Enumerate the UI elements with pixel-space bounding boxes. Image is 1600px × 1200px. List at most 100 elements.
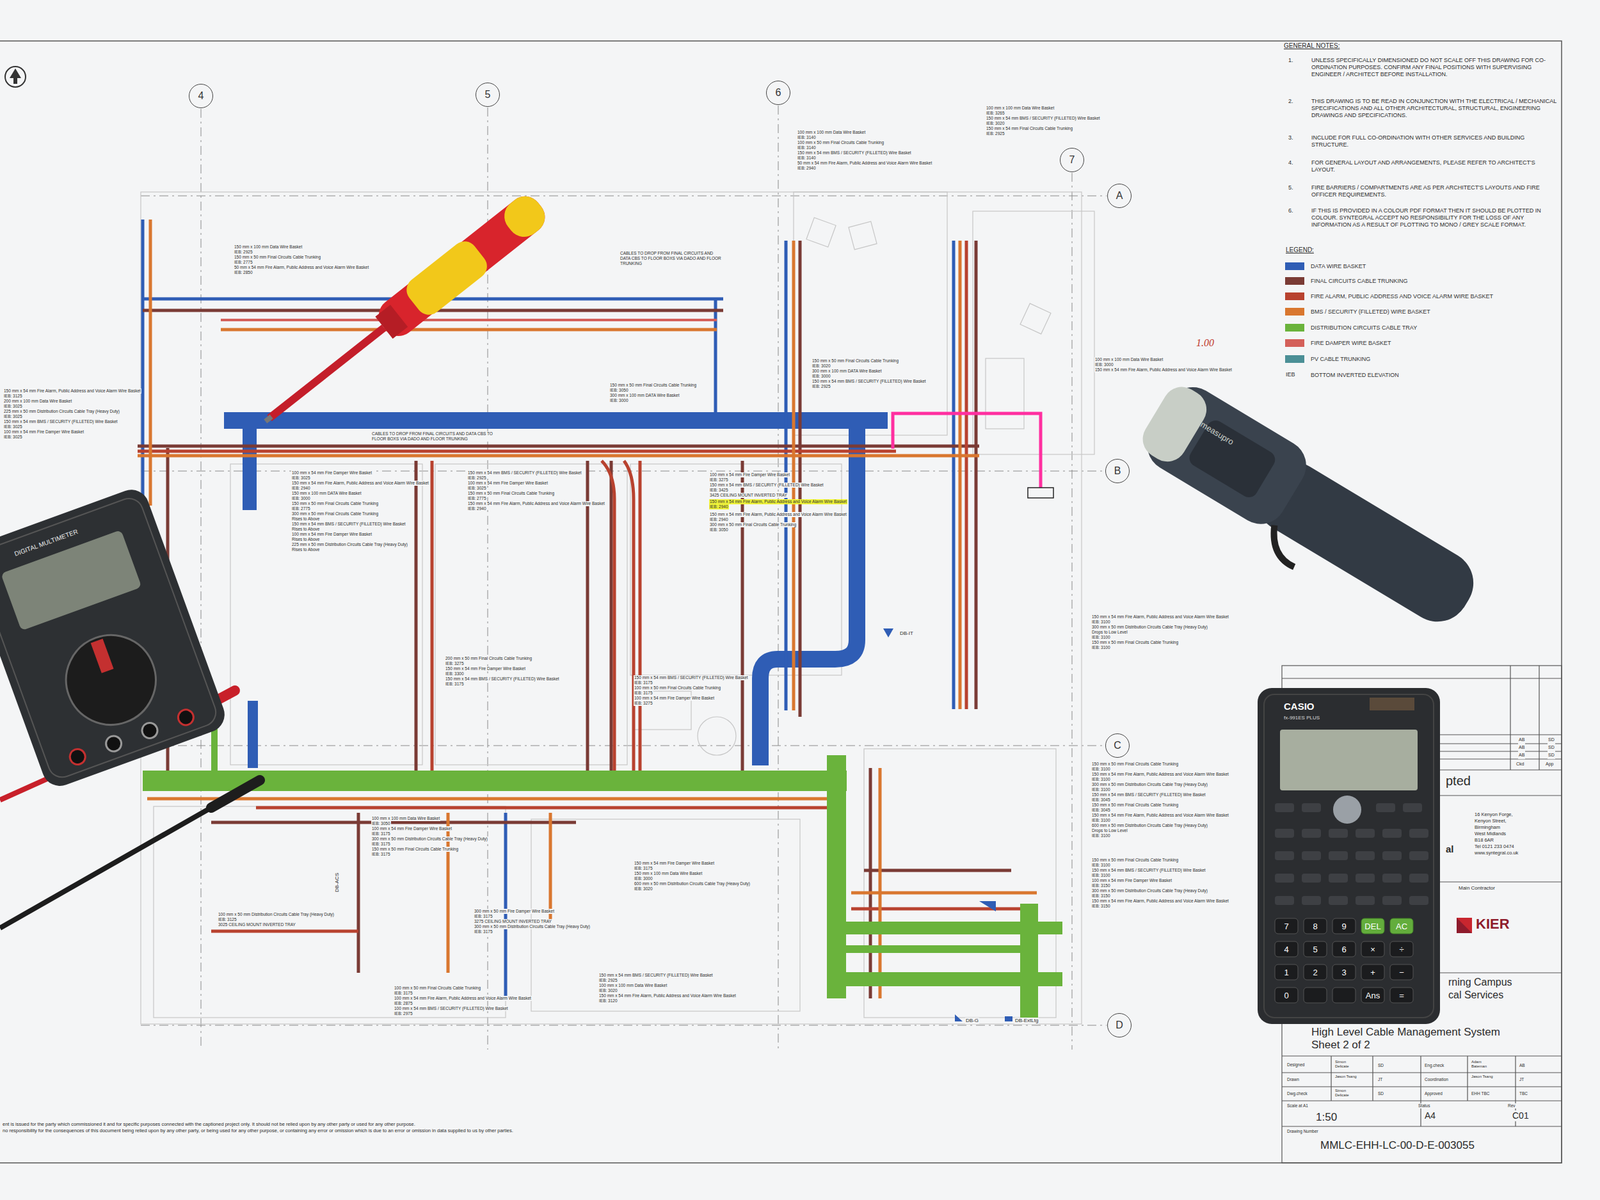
- annotation-text: 300 mm x 50 mm Final Circuits Cable Trun…: [709, 522, 797, 528]
- annotation-text: IEB: 3000: [609, 398, 630, 404]
- annotation-text: IEB: 2940: [291, 485, 312, 491]
- annotation-text: IEB: 2775: [467, 496, 488, 502]
- annotation-text: IEB: 3100: [1091, 833, 1112, 839]
- grid-bubble: A: [1107, 183, 1132, 208]
- annotation-text: IEB: 3265: [985, 110, 1006, 116]
- annotation-text: 300 mm x 100 mm DATA Wire Basket: [609, 392, 680, 399]
- label-group: Ans: [1361, 990, 1385, 1001]
- annotation-text: 150 mm x 50 mm Final Circuits Cable Trun…: [1091, 761, 1179, 767]
- annotation-text: IEB: 3100: [1091, 787, 1112, 793]
- label-group: DB-G: [965, 1017, 980, 1024]
- label-group: 150 mm x 54 mm BMS / SECURITY (FILLETED)…: [467, 470, 606, 512]
- general-note: INCLUDE FOR FULL CO-ORDINATION WITH OTHE…: [1310, 134, 1561, 149]
- label-group: Jason Tsang: [1334, 1074, 1362, 1080]
- legend-text: PV CABLE TRUNKING: [1310, 355, 1371, 363]
- calculator-key-label: 8: [1312, 921, 1318, 932]
- general-note: 5.: [1287, 184, 1295, 192]
- label-group: SDSDSD: [1547, 736, 1556, 760]
- label-group: JT: [1377, 1077, 1384, 1083]
- label-group: JT: [1518, 1077, 1525, 1083]
- annotation-text: IEB: 3045: [1091, 797, 1112, 803]
- label-group: =: [1390, 990, 1414, 1001]
- annotation-text: IEB: 3025: [3, 424, 24, 430]
- label-group: 7: [1274, 921, 1298, 932]
- annotation-text: IEB: 2940: [709, 517, 729, 523]
- annotation-text: IEB: 3175: [633, 690, 654, 696]
- annotation-text: 150 mm x 54 mm Final Circuits Cable Trun…: [985, 126, 1074, 132]
- title-block-text: Simon Delicate: [1334, 1088, 1362, 1098]
- label-group: AB: [1518, 1063, 1526, 1069]
- annotation-text: 100 mm x 54 mm Fire Damper Wire Basket: [371, 826, 453, 832]
- annotation-text: 150 mm x 54 mm Fire Alarm, Public Addres…: [1091, 771, 1230, 777]
- label-group: DIGITAL MULTIMETER: [12, 527, 80, 559]
- annotation-text: 225 mm x 50 mm Distribution Circuits Cab…: [3, 408, 121, 415]
- label-group: ×: [1361, 944, 1385, 955]
- label-group: 4.: [1287, 159, 1295, 167]
- annotation-text: IEB: 3100: [1091, 872, 1112, 879]
- label-group: 100 mm x 50 mm Distribution Circuits Cab…: [217, 912, 335, 928]
- grid-reference: 5: [485, 89, 491, 100]
- annotation-text: 150 mm x 54 mm BMS / SECURITY (FILLETED)…: [598, 972, 714, 978]
- annotation-text: 100 mm x 50 mm Distribution Circuits Cab…: [217, 912, 335, 918]
- annotation-text: CABLES TO DROP FROM FINAL CIRCUITS AND D…: [619, 250, 726, 267]
- label-group: DB-IT: [899, 630, 914, 637]
- annotation-text: 100 mm x 100 mm Data Wire Basket: [985, 105, 1055, 111]
- title-block-text: SD: [1377, 1091, 1385, 1097]
- annotation-text: 150 mm x 50 mm Final Circuits Cable Trun…: [467, 490, 555, 496]
- revision-cell: SD: [1547, 736, 1556, 744]
- annotation-text: IEB: 3025: [467, 485, 488, 491]
- annotation-text: 150 mm x 54 mm BMS / SECURITY (FILLETED)…: [3, 419, 119, 425]
- annotation-text: 150 mm x 54 mm Fire Alarm, Public Addres…: [467, 501, 606, 507]
- title-block-text: Coordination: [1424, 1077, 1449, 1083]
- annotation-text: 150 mm x 54 mm BMS / SECURITY (FILLETED)…: [709, 482, 825, 488]
- annotation-text: 100 mm x 54 mm Fire Alarm, Public Addres…: [393, 995, 532, 1001]
- label-group: Scale at A1: [1286, 1103, 1309, 1109]
- annotation-text: IEB: 2850: [233, 270, 254, 276]
- revision-cell: AB: [1518, 751, 1526, 760]
- label-group: 300 mm x 50 mm Fire Damper Wire BasketIE…: [473, 908, 591, 935]
- annotation-text: IEB: 2775: [233, 259, 254, 265]
- annotation-text: 200 mm x 100 mm Data Wire Basket: [3, 398, 73, 404]
- label-group: 100 mm x 100 mm Data Wire BasketIEB: 314…: [796, 129, 933, 171]
- distribution-board-label: DB-IT: [899, 630, 914, 637]
- logo-text: KIER: [1475, 915, 1511, 933]
- annotation-text: 150 mm x 54 mm Fire Alarm, Public Addres…: [709, 499, 848, 505]
- title-block-text: Designed: [1286, 1062, 1305, 1068]
- label-group: Adam Bateman: [1470, 1059, 1498, 1069]
- label-group: DB-ACS: [334, 872, 341, 893]
- thermometer-brand: measupro: [1198, 419, 1237, 448]
- annotation-text: 150 mm x 50 mm Final Circuits Cable Trun…: [233, 254, 322, 260]
- legend-text: BMS / SECURITY (FILLETED) WIRE BASKET: [1310, 307, 1431, 316]
- calculator-key-label: DEL: [1363, 921, 1382, 932]
- annotation-text: IEB: 3100: [1091, 619, 1112, 625]
- title-block-text: Jason Tsang: [1470, 1074, 1494, 1080]
- grid-reference: B: [1114, 465, 1122, 477]
- label-group: A4: [1424, 1110, 1437, 1122]
- label-group: IF THIS IS PROVIDED IN A COLOUR PDF FORM…: [1310, 207, 1561, 229]
- annotation-text: IEB: 3025: [3, 414, 24, 420]
- label-group: High Level Cable Management SystemSheet …: [1310, 1025, 1501, 1052]
- label-group: 5: [1303, 944, 1327, 955]
- legend-abbreviation: IEB: [1285, 371, 1296, 379]
- label-group: 150 mm x 54 mm Fire Alarm, Public Addres…: [709, 512, 848, 533]
- drawing-title: Sheet 2 of 2: [1310, 1038, 1371, 1052]
- label-group: LEGEND:: [1285, 246, 1315, 255]
- label-group: 6: [1332, 944, 1356, 955]
- title-block-text: TBC: [1518, 1091, 1529, 1097]
- label-group: Jason Tsang: [1470, 1074, 1498, 1080]
- annotation-text: IEB: 3125: [217, 917, 238, 923]
- calculator-key-label: ÷: [1398, 944, 1405, 955]
- annotation-text: 150 mm x 54 mm Fire Alarm, Public Addres…: [1091, 614, 1230, 620]
- annotation-text: IEB: 3000: [291, 496, 312, 502]
- label-group: 0: [1274, 990, 1298, 1001]
- annotation-text: 100 mm x 100 mm Data Wire Basket: [1094, 357, 1164, 363]
- annotation-text: 100 mm x 54 mm Fire Damper Wire Basket: [3, 429, 85, 435]
- annotation-text: 150 mm x 54 mm Fire Alarm, Public Addres…: [291, 480, 430, 486]
- general-note: IF THIS IS PROVIDED IN A COLOUR PDF FORM…: [1310, 207, 1561, 229]
- label-group: 2.: [1287, 97, 1295, 105]
- annotation-text: 100 mm x 54 mm Fire Damper Wire Basket: [633, 695, 715, 701]
- label-group: CABLES TO DROP FROM FINAL CIRCUITS AND D…: [619, 250, 726, 267]
- legend-text: DATA WIRE BASKET: [1310, 262, 1366, 271]
- label-group: measupro: [1198, 419, 1237, 448]
